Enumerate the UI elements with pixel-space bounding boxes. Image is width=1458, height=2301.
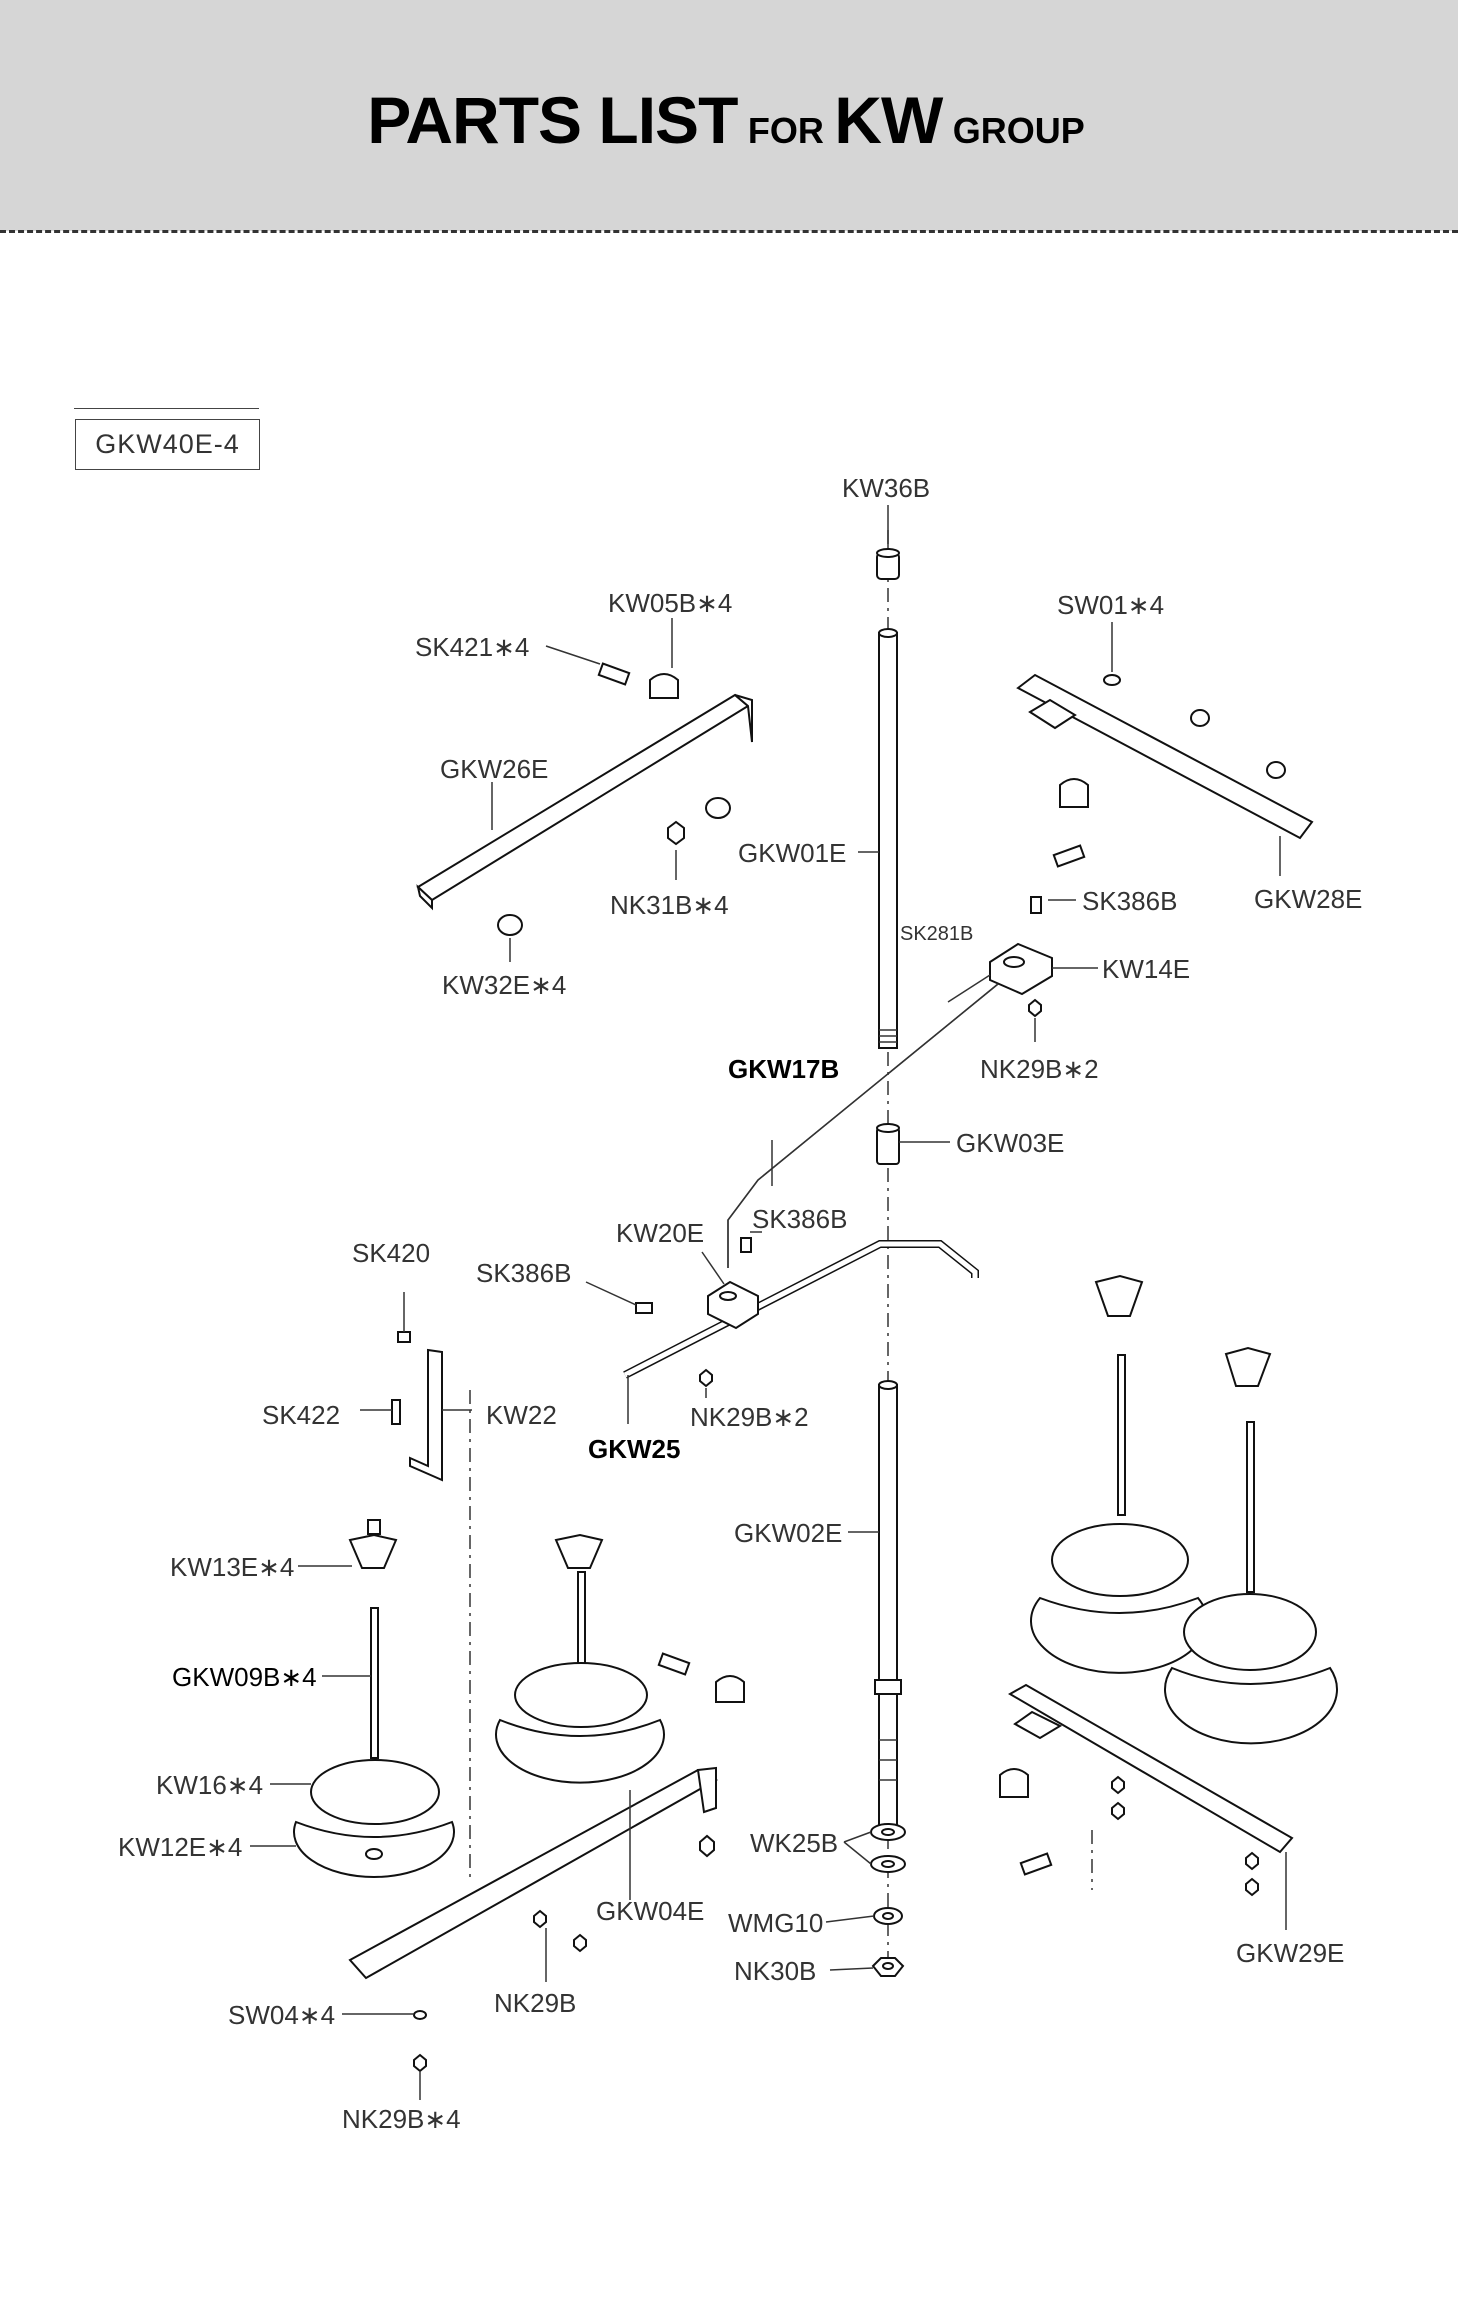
part-gkw03e (876, 1123, 900, 1165)
part-nk29b4 (413, 2053, 427, 2073)
part-sk420 (397, 1331, 411, 1343)
part-spool-right-2 (1164, 1346, 1338, 1745)
part-gkw29e (1007, 1683, 1294, 1854)
part-sk422 (391, 1399, 401, 1425)
label-sk422: SK422 (262, 1400, 340, 1430)
label-gkw04e: GKW04E (596, 1896, 704, 1926)
title-group: GROUP (952, 110, 1085, 151)
part-gkw28e (1016, 673, 1314, 840)
label-nk30b: NK30B (734, 1956, 816, 1986)
leader-wmg10 (825, 1915, 875, 1923)
part-wk25b (870, 1823, 906, 1873)
part-kw12e (293, 1820, 455, 1878)
leader-sk421 (545, 645, 601, 665)
part-nk30b (871, 1957, 905, 1977)
label-gkw28e: GKW28E (1254, 884, 1362, 914)
part-sk386b-top (1030, 896, 1042, 914)
leader-wk25b-2 (843, 1841, 872, 1865)
label-sw04: SW04∗4 (228, 2000, 335, 2030)
label-sk386b-left: SK386B (476, 1258, 571, 1288)
label-kw20e: KW20E (616, 1218, 704, 1248)
label-sk421: SK421∗4 (415, 632, 529, 662)
label-sk281b: SK281B (900, 923, 973, 945)
part-nk29b2-mid (699, 1368, 713, 1388)
part-kw16 (310, 1759, 440, 1825)
label-kw14e: KW14E (1102, 954, 1190, 984)
part-lower-left-clamp (657, 1652, 745, 1858)
label-kw12e: KW12E∗4 (118, 1832, 242, 1862)
label-gkw01e: GKW01E (738, 838, 846, 868)
part-sk421 (597, 662, 631, 686)
leader-nk30b (829, 1967, 874, 1971)
part-sk386b-mid (740, 1237, 752, 1253)
part-gkw17b (727, 983, 999, 1268)
leader-kw20e (701, 1251, 725, 1285)
part-kw36b (876, 548, 900, 580)
part-lower-right-hardware (999, 1768, 1259, 1897)
label-gkw02e: GKW02E (734, 1518, 842, 1548)
part-gkw01e (878, 628, 898, 1049)
label-nk29b2-top: NK29B∗2 (980, 1054, 1099, 1084)
part-nk31b (667, 797, 731, 846)
part-sk386b-left (635, 1302, 653, 1314)
part-gkw09b (370, 1607, 379, 1759)
part-nk29b2-top (1028, 998, 1042, 1018)
leader-sk386b-left (585, 1281, 637, 1306)
part-kw14e (989, 942, 1053, 996)
label-gkw26e: GKW26E (440, 754, 548, 784)
title-parts-list: PARTS LIST (367, 83, 738, 157)
title-kw: KW (834, 83, 943, 157)
part-gkw25 (623, 1240, 979, 1379)
label-gkw29e: GKW29E (1236, 1938, 1344, 1968)
label-gkw17b: GKW17B (728, 1054, 839, 1084)
part-sk281b (947, 974, 991, 1003)
header-divider (0, 230, 1458, 233)
part-spool-left-2 (495, 1533, 665, 1784)
label-kw32e: KW32E∗4 (442, 970, 566, 1000)
header-band (0, 0, 1458, 231)
part-kw22 (409, 1348, 443, 1482)
part-spool-right-1 (1030, 1274, 1208, 1674)
leader-wk25b (843, 1831, 872, 1843)
label-gkw03e: GKW03E (956, 1128, 1064, 1158)
label-nk29b4: NK29B∗4 (342, 2104, 461, 2134)
label-wk25b: WK25B (750, 1828, 838, 1858)
label-wmg10: WMG10 (728, 1908, 823, 1938)
label-sk386b-mid: SK386B (752, 1204, 847, 1234)
part-nk29b (533, 1909, 587, 1953)
part-kw20e (707, 1280, 759, 1330)
label-kw05b: KW05B∗4 (608, 588, 732, 618)
label-sk386b-top: SK386B (1082, 886, 1177, 916)
part-gkw02e (874, 1380, 902, 1831)
label-nk29b: NK29B (494, 1988, 576, 2018)
model-number: GKW40E-4 (95, 429, 240, 459)
part-kw32e (497, 914, 523, 936)
part-gkw04e (348, 1766, 719, 1980)
label-nk29b2-mid: NK29B∗2 (690, 1402, 809, 1432)
label-gkw09b: GKW09B∗4 (172, 1662, 317, 1692)
label-nk31b: NK31B∗4 (610, 890, 729, 920)
label-kw22: KW22 (486, 1400, 557, 1430)
model-number-box: GKW40E-4 (74, 408, 260, 470)
label-kw16: KW16∗4 (156, 1770, 263, 1800)
page-title: PARTS LIST FOR KW GROUP (0, 82, 1458, 158)
part-sw04 (413, 2010, 427, 2020)
label-sk420: SK420 (352, 1238, 430, 1268)
part-kw13e (348, 1519, 398, 1569)
part-wmg10 (873, 1907, 903, 1925)
part-gkw26e (416, 693, 753, 911)
label-kw13e: KW13E∗4 (170, 1552, 294, 1582)
part-kw05b (649, 673, 679, 699)
label-gkw25: GKW25 (588, 1434, 680, 1464)
title-for: FOR (747, 110, 824, 151)
label-kw36b: KW36B (842, 473, 930, 503)
part-sw01 (1103, 674, 1286, 779)
label-sw01: SW01∗4 (1057, 590, 1164, 620)
part-top-right-clamp (1052, 778, 1089, 868)
